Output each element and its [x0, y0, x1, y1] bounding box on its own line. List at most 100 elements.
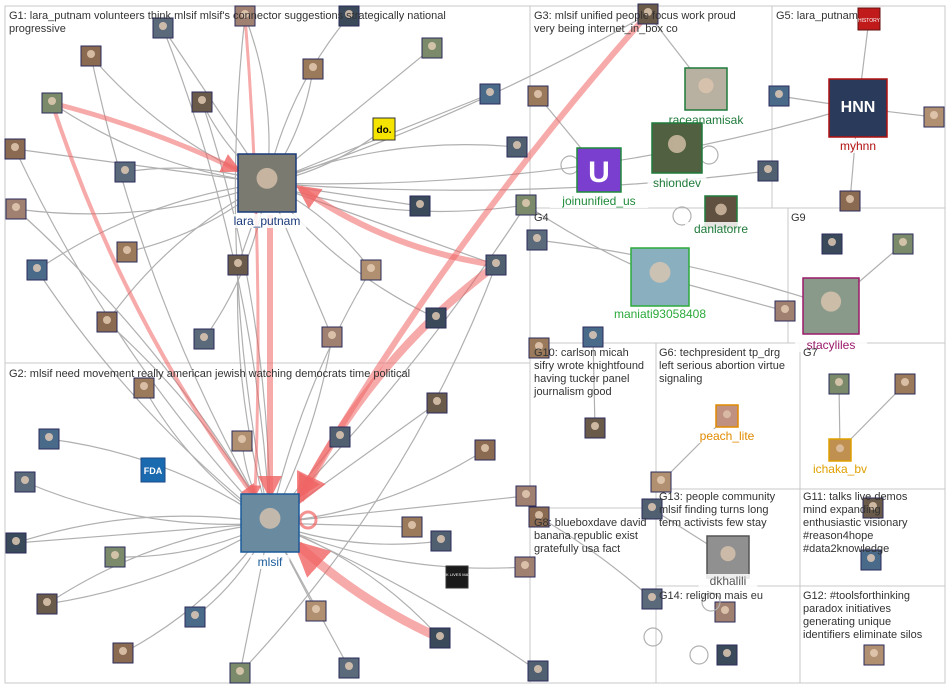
avatar-node[interactable]	[96, 311, 118, 333]
avatar-node[interactable]	[839, 190, 861, 212]
avatar-node[interactable]	[514, 556, 536, 578]
group-title-g9-line: G9	[791, 212, 806, 224]
avatar-node[interactable]	[527, 85, 549, 107]
node-danlatorre[interactable]: danlatorre	[685, 195, 757, 236]
avatar-node[interactable]	[227, 254, 249, 276]
avatar-node[interactable]	[338, 5, 360, 27]
avatar-node[interactable]	[5, 198, 27, 220]
avatar-node[interactable]	[479, 83, 501, 105]
node-raceanamisak[interactable]: raceanamisak	[663, 67, 749, 127]
avatar-node[interactable]	[768, 85, 790, 107]
avatar-node[interactable]	[321, 326, 343, 348]
node-ichaka-bv[interactable]: ichaka_bv	[807, 438, 873, 476]
avatar-node[interactable]	[401, 516, 423, 538]
avatar-node[interactable]	[828, 373, 850, 395]
avatar-node[interactable]	[409, 195, 431, 217]
avatar-node[interactable]	[4, 138, 26, 160]
avatar-node[interactable]	[193, 328, 215, 350]
avatar-node[interactable]	[360, 259, 382, 281]
avatar-node[interactable]	[426, 392, 448, 414]
avatar-node[interactable]	[821, 233, 843, 255]
avatar-node[interactable]	[184, 606, 206, 628]
avatar-node[interactable]	[430, 530, 452, 552]
avatar-node[interactable]	[863, 644, 885, 666]
avatar-node[interactable]	[133, 377, 155, 399]
avatar-node[interactable]	[104, 546, 126, 568]
avatar-node[interactable]	[527, 660, 549, 682]
node-fda[interactable]: FDA	[140, 457, 166, 483]
avatar-node[interactable]	[774, 300, 796, 322]
avatar-node[interactable]	[41, 92, 63, 114]
avatar-node[interactable]	[5, 532, 27, 554]
avatar-node[interactable]	[528, 506, 550, 528]
node-label-bg	[795, 338, 867, 352]
node-portrait-face	[668, 135, 686, 153]
avatar-node[interactable]	[26, 259, 48, 281]
avatar-node[interactable]	[38, 428, 60, 450]
avatar-node[interactable]	[650, 471, 672, 493]
avatar-node[interactable]	[528, 337, 550, 359]
avatar-face	[764, 165, 772, 173]
avatar-node[interactable]	[716, 644, 738, 666]
avatar-node[interactable]	[641, 588, 663, 610]
avatar-node[interactable]	[234, 5, 256, 27]
avatar-node[interactable]	[14, 471, 36, 493]
avatar-node[interactable]	[714, 601, 736, 623]
avatar-node[interactable]	[116, 241, 138, 263]
avatar-node[interactable]	[862, 497, 884, 519]
avatar-node[interactable]	[582, 326, 604, 348]
avatar-node[interactable]	[231, 430, 253, 452]
avatar-node[interactable]	[302, 58, 324, 80]
node-do[interactable]: do.	[372, 117, 396, 141]
avatar-node[interactable]	[112, 642, 134, 664]
avatar-node[interactable]	[923, 106, 945, 128]
node-blacklives[interactable]: BLACK LIVES MATTER	[436, 565, 479, 589]
edge-gray	[15, 515, 271, 544]
node-myhnn[interactable]: myhnn	[838, 139, 878, 153]
node-stacyliles[interactable]: stacyliles	[795, 277, 867, 352]
avatar-node[interactable]	[80, 45, 102, 67]
node-label: shiondev	[653, 176, 701, 190]
node-history[interactable]: HISTORY	[857, 7, 881, 31]
node-mlsif[interactable]: mlsif	[240, 493, 300, 569]
avatar-node[interactable]	[425, 307, 447, 329]
node-shiondev[interactable]: shiondev	[647, 122, 707, 190]
avatar-face	[123, 246, 131, 254]
avatar-node[interactable]	[421, 37, 443, 59]
avatar-node[interactable]	[515, 485, 537, 507]
node-hnn[interactable]: HNN	[828, 78, 888, 138]
avatar-node[interactable]	[429, 627, 451, 649]
avatar-face	[119, 647, 127, 655]
avatar-node[interactable]	[860, 549, 882, 571]
avatar-node[interactable]	[329, 426, 351, 448]
node-dkhalili[interactable]: dkhalili	[698, 535, 758, 588]
node-label-bg	[698, 574, 758, 588]
avatar-node[interactable]	[114, 161, 136, 183]
avatar-node[interactable]	[305, 600, 327, 622]
avatar-node[interactable]	[36, 593, 58, 615]
avatar-node[interactable]	[506, 136, 528, 158]
avatar-node[interactable]	[526, 229, 548, 251]
avatar-node[interactable]	[757, 160, 779, 182]
avatar-node[interactable]	[894, 373, 916, 395]
avatar-node[interactable]	[229, 662, 251, 684]
avatar-face	[869, 502, 877, 510]
avatar-node[interactable]	[637, 3, 659, 25]
avatar-node[interactable]	[641, 498, 663, 520]
avatar-face	[12, 203, 20, 211]
avatar-node[interactable]	[485, 254, 507, 276]
avatar-face	[589, 331, 597, 339]
avatar-node[interactable]	[191, 91, 213, 113]
group-title-g10-line: G10: carlson micah	[534, 347, 629, 359]
node-lara-putnam[interactable]: lara_putnam	[227, 153, 307, 228]
avatar-node[interactable]	[515, 194, 537, 216]
avatar-face	[159, 22, 167, 30]
avatar-node[interactable]	[584, 417, 606, 439]
avatar-node[interactable]	[152, 17, 174, 39]
avatar-node[interactable]	[338, 657, 360, 679]
avatar-node[interactable]	[892, 233, 914, 255]
avatar-node[interactable]	[474, 439, 496, 461]
node-peach-lite[interactable]: peach_lite	[691, 404, 763, 443]
node-maniati93058408[interactable]: maniati93058408	[607, 247, 713, 321]
